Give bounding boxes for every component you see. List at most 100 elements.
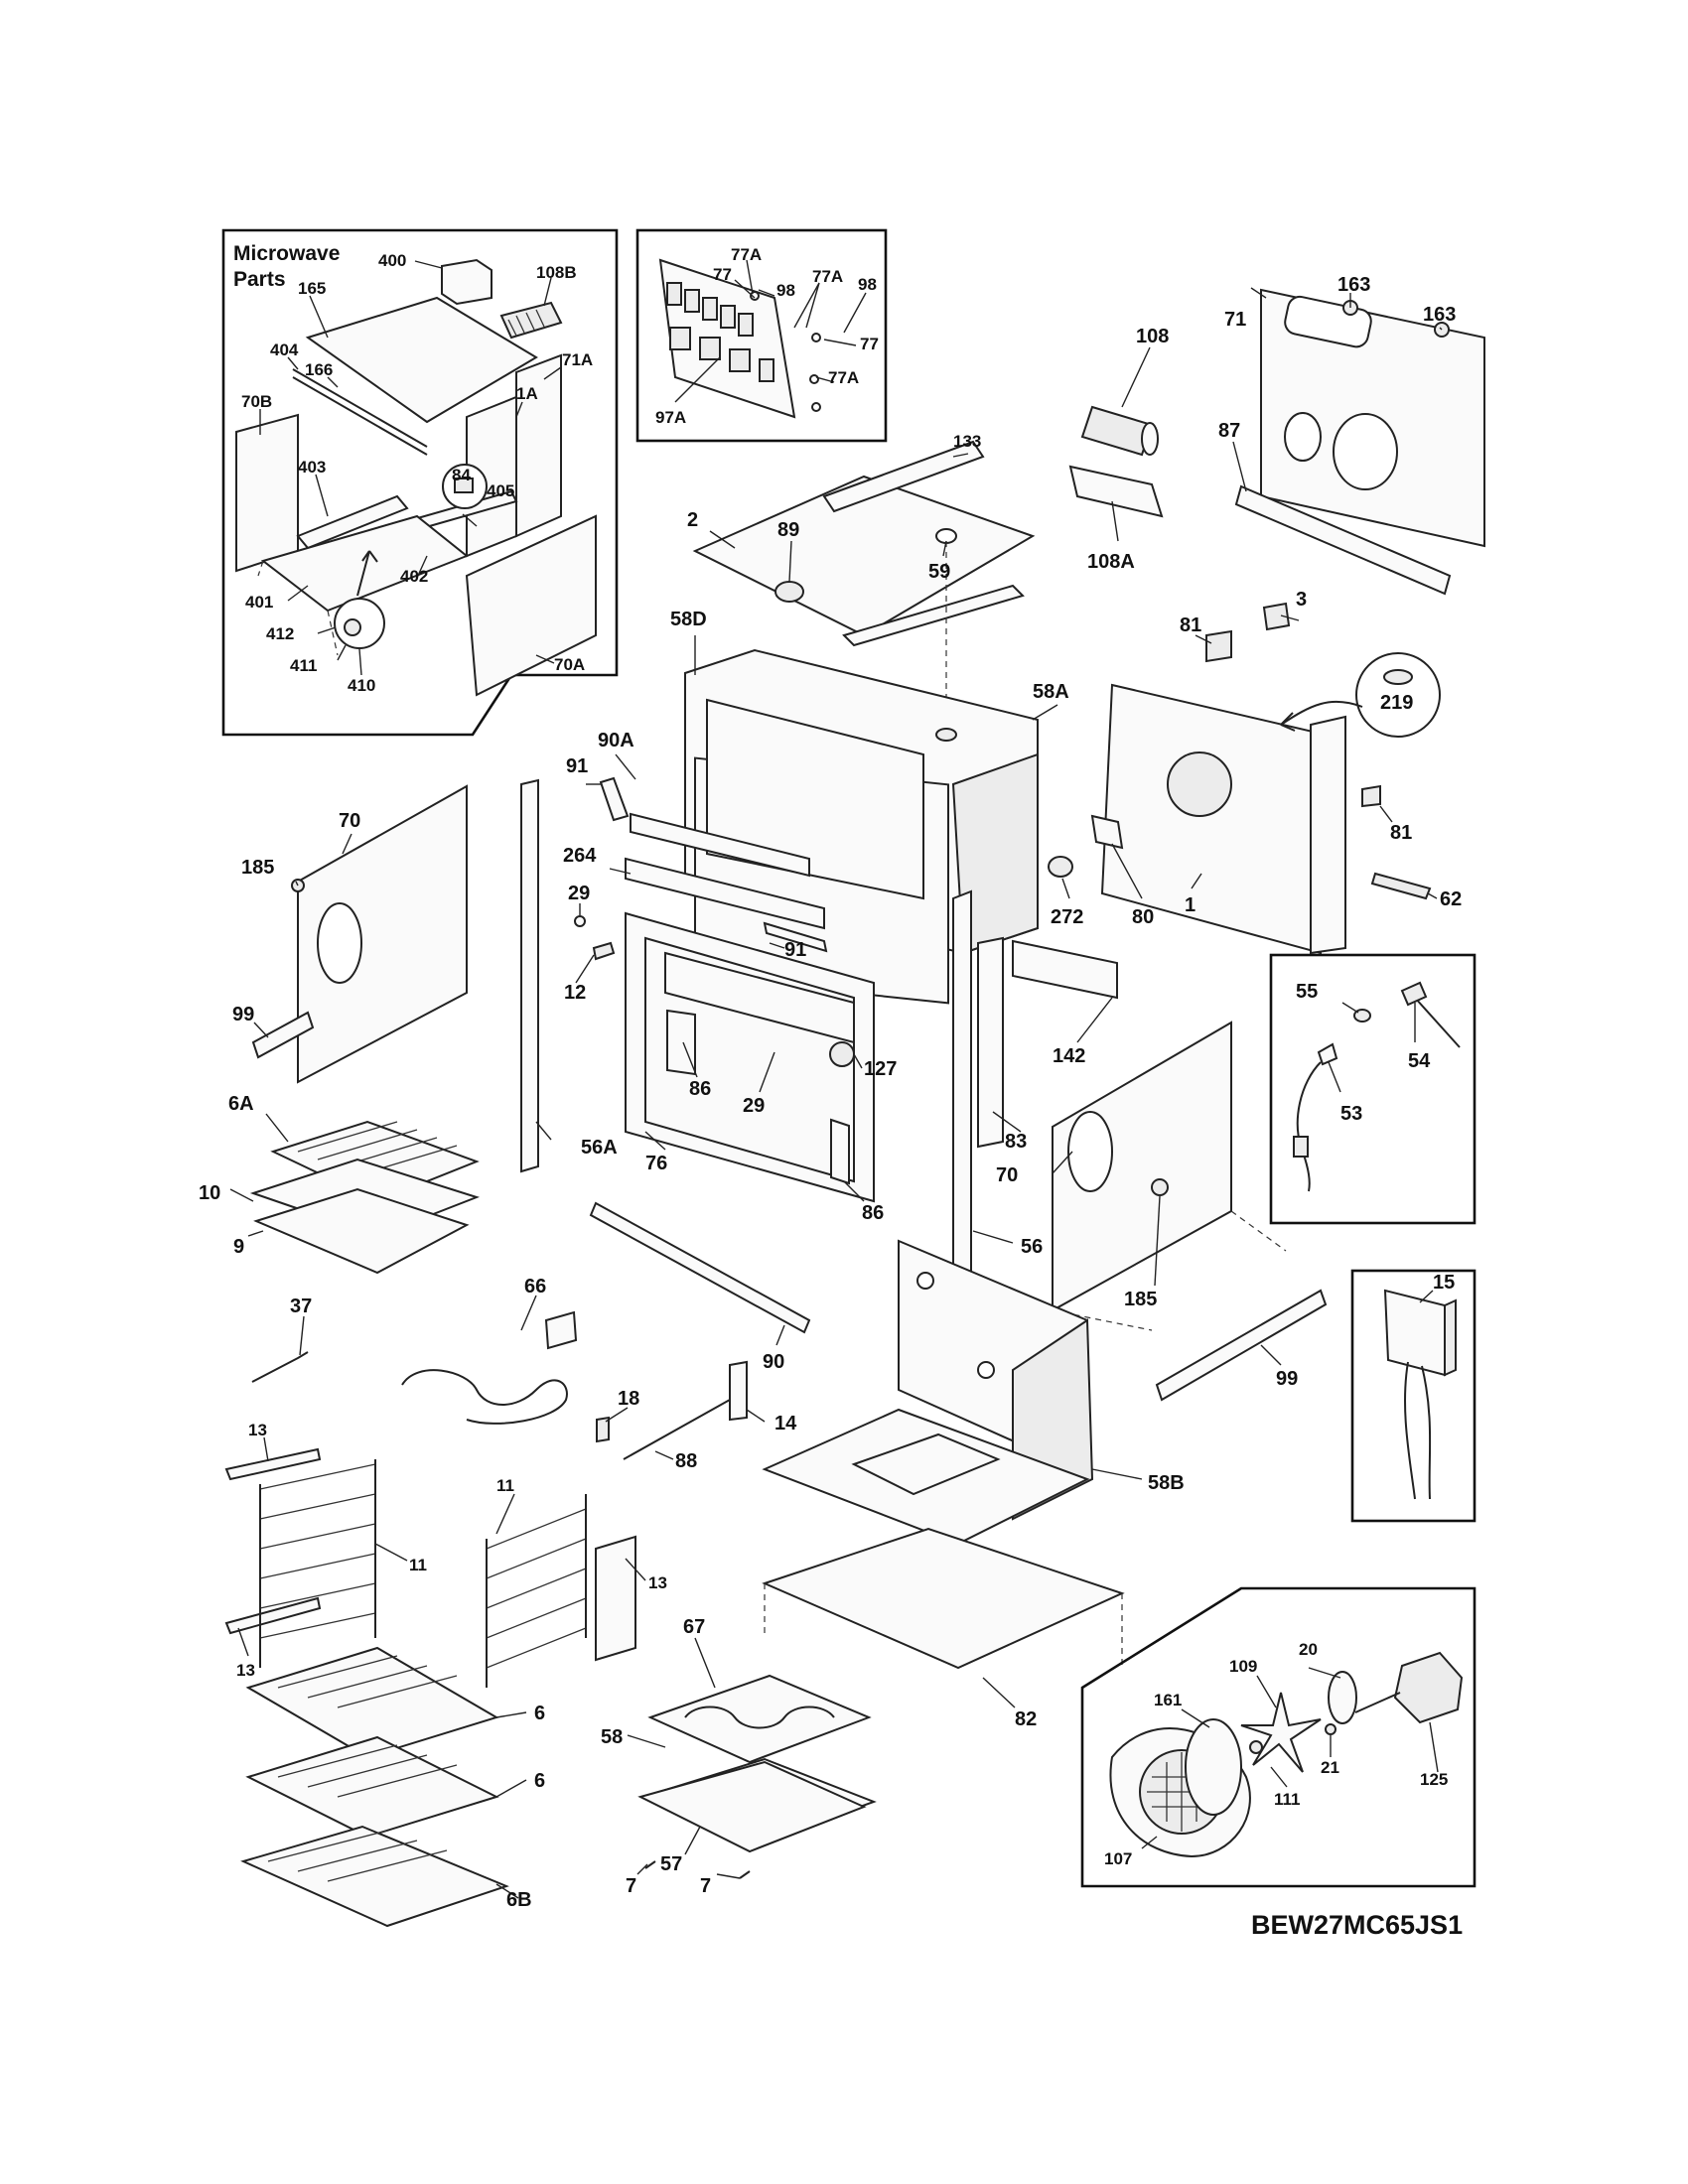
callout-15: 15	[1433, 1272, 1455, 1294]
microwave-box-title-line2: Parts	[233, 268, 286, 291]
callout-56: 56	[1021, 1236, 1043, 1258]
callout-29-bottom: 29	[743, 1095, 765, 1117]
fan-box: 20 109 161 21 125 111 107	[1080, 1586, 1477, 1888]
callout-70-left: 70	[339, 810, 360, 832]
control-board-leaders	[674, 259, 867, 403]
model-number: BEW27MC65JS1	[1251, 1910, 1463, 1940]
callout-77A-right: 77A	[812, 267, 843, 286]
callout-108B: 108B	[536, 263, 577, 282]
callout-163-b: 163	[1423, 304, 1456, 326]
callout-13-right: 13	[648, 1573, 667, 1592]
callout-2: 2	[687, 509, 698, 531]
callout-127: 127	[864, 1058, 897, 1080]
callout-403: 403	[298, 458, 326, 477]
callout-71A: 71A	[562, 350, 593, 369]
control-board-callouts: 77A 77 98 77A 98 77 77A 97A	[655, 245, 879, 427]
callout-82: 82	[1015, 1708, 1037, 1730]
callout-108A: 108A	[1087, 551, 1135, 573]
main-leaders	[229, 287, 1443, 1899]
switch-box: 15	[1350, 1269, 1477, 1523]
microwave-parts-box: Microwave Parts	[221, 228, 619, 737]
callout-66: 66	[524, 1276, 546, 1297]
callout-401: 401	[245, 593, 273, 612]
callout-58B: 58B	[1148, 1472, 1185, 1494]
callout-14: 14	[774, 1413, 797, 1434]
callout-88: 88	[675, 1450, 697, 1472]
callout-11-left: 11	[409, 1556, 427, 1574]
callout-80: 80	[1132, 906, 1154, 928]
callout-56A: 56A	[581, 1137, 618, 1159]
callout-6B: 6B	[506, 1889, 532, 1911]
callout-29-top: 29	[568, 883, 590, 904]
callout-58A: 58A	[1033, 681, 1069, 703]
callout-87: 87	[1218, 420, 1240, 442]
callout-108: 108	[1136, 326, 1169, 347]
callout-77A-bottom: 77A	[828, 368, 859, 387]
callout-37: 37	[290, 1296, 312, 1317]
callout-163-a: 163	[1337, 274, 1370, 296]
callout-272: 272	[1051, 906, 1083, 928]
callout-109: 109	[1229, 1657, 1257, 1676]
control-board-box: 77A 77 98 77A 98 77 77A 97A	[635, 228, 888, 443]
callout-97A: 97A	[655, 408, 686, 427]
callout-20: 20	[1299, 1640, 1318, 1659]
callout-411: 411	[290, 656, 317, 675]
callout-166: 166	[305, 360, 333, 379]
callout-9: 9	[233, 1236, 244, 1258]
callout-90A: 90A	[598, 730, 634, 751]
callout-7-right: 7	[700, 1875, 711, 1897]
callout-185-left: 185	[241, 857, 274, 879]
callout-165: 165	[298, 279, 326, 298]
callout-70A: 70A	[554, 655, 585, 674]
callout-6-top: 6	[534, 1703, 545, 1724]
callout-53: 53	[1340, 1103, 1362, 1125]
callout-410: 410	[348, 676, 375, 695]
callout-412: 412	[266, 624, 294, 643]
callout-185-right: 185	[1124, 1289, 1157, 1310]
callout-57: 57	[660, 1853, 682, 1875]
callout-71: 71	[1224, 309, 1246, 331]
callout-125: 125	[1420, 1770, 1448, 1789]
callout-90: 90	[763, 1351, 784, 1373]
callout-1A: 1A	[516, 384, 538, 403]
microwave-callouts: 400 108B 165 404 166 71A 70B 1A 403 84 4…	[241, 251, 593, 695]
callout-58D: 58D	[670, 609, 707, 630]
callout-62: 62	[1440, 888, 1462, 910]
callout-133: 133	[953, 432, 981, 451]
callout-77-right: 77	[860, 335, 879, 353]
callout-1: 1	[1185, 894, 1196, 916]
callout-219: 219	[1380, 692, 1413, 714]
callout-83: 83	[1005, 1131, 1027, 1153]
callout-77-left: 77	[713, 265, 732, 284]
callout-6-middle: 6	[534, 1770, 545, 1792]
callout-7-left: 7	[626, 1875, 636, 1897]
callout-86-bottom: 86	[862, 1202, 884, 1224]
callout-91-top: 91	[566, 755, 588, 777]
main-callouts: 163 163 71 108 87 133 89 2 59 108A 58D 8…	[199, 274, 1462, 1911]
callout-58: 58	[601, 1726, 623, 1748]
probe-box: 55 54 53	[1269, 953, 1477, 1225]
main-assembly-drawings	[224, 288, 1485, 1928]
callout-111: 111	[1274, 1790, 1301, 1809]
callout-161: 161	[1154, 1691, 1182, 1709]
callout-67: 67	[683, 1616, 705, 1638]
callout-142: 142	[1053, 1045, 1085, 1067]
microwave-part-drawings	[235, 258, 597, 697]
callout-264: 264	[563, 845, 597, 867]
callout-21: 21	[1321, 1758, 1339, 1777]
callout-76: 76	[645, 1153, 667, 1174]
callout-89: 89	[777, 519, 799, 541]
callout-11-right: 11	[496, 1476, 514, 1495]
callout-59: 59	[928, 561, 950, 583]
callout-98-right: 98	[858, 275, 877, 294]
callout-18: 18	[618, 1388, 639, 1410]
callout-84: 84	[452, 466, 471, 484]
callout-98-left: 98	[776, 281, 795, 300]
callout-10: 10	[199, 1182, 220, 1204]
callout-81-right: 81	[1390, 822, 1412, 844]
callout-99-right: 99	[1276, 1368, 1298, 1390]
callout-402: 402	[400, 567, 428, 586]
callout-6A: 6A	[228, 1093, 254, 1115]
callout-55: 55	[1296, 981, 1318, 1003]
